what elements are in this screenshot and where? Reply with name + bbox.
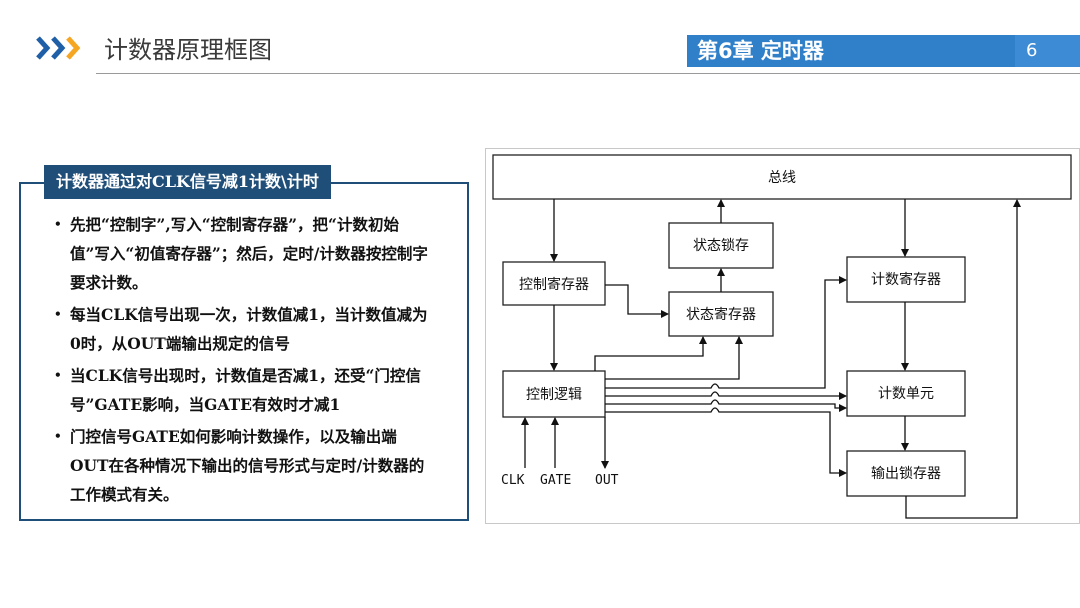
pin-clk-label: CLK xyxy=(501,473,525,488)
page-number: 6 xyxy=(1026,40,1038,61)
block-status-latch-label: 状态锁存 xyxy=(693,238,749,254)
bullet-item: 门控信号GATE如何影响计数操作，以及输出端OUT在各种情况下输出的信号形式与定… xyxy=(54,422,434,509)
diagram-frame xyxy=(485,148,1080,524)
block-status-register: 状态寄存器 xyxy=(668,291,774,337)
bullet-item: 每当CLK信号出现一次，计数值减1，当计数值减为0时，从OUT端输出规定的信号 xyxy=(54,300,434,358)
block-bus: 总线 xyxy=(492,154,1072,200)
diagram-connections xyxy=(521,199,1021,519)
block-count-register: 计数寄存器 xyxy=(846,256,966,303)
block-status-latch: 状态锁存 xyxy=(668,222,774,269)
counter-block-diagram: 总线 状态锁存 控制寄存器 状态寄存器 计数寄存器 控制逻辑 计数单元 输出锁存… xyxy=(492,154,1072,519)
block-control-register: 控制寄存器 xyxy=(502,261,606,306)
chapter-bar xyxy=(687,35,1017,67)
pin-out-label: OUT xyxy=(595,473,619,488)
block-control-register-label: 控制寄存器 xyxy=(519,276,589,293)
page-title: 计数器原理框图 xyxy=(104,36,272,64)
panel-tab-label: 计数器通过对CLK信号减1计数\计时 xyxy=(44,165,331,199)
header-divider xyxy=(96,73,1080,74)
bullet-item: 先把“控制字”,写入“控制寄存器”，把“计数初始值”写入“初值寄存器”；然后，定… xyxy=(54,210,434,297)
block-status-register-label: 状态寄存器 xyxy=(686,306,756,323)
block-count-unit: 计数单元 xyxy=(846,370,966,417)
block-output-latch-label: 输出锁存器 xyxy=(871,466,941,482)
bullet-list: 先把“控制字”,写入“控制寄存器”，把“计数初始值”写入“初值寄存器”；然后，定… xyxy=(54,210,434,512)
block-control-logic-label: 控制逻辑 xyxy=(526,387,582,403)
bullet-item: 当CLK信号出现时，计数值是否减1，还受“门控信号”GATE影响，当GATE有效… xyxy=(54,361,434,419)
block-bus-label: 总线 xyxy=(768,170,796,186)
triple-chevron-icon xyxy=(36,36,81,60)
chapter-title: 第6章 定时器 xyxy=(697,39,824,63)
block-count-register-label: 计数寄存器 xyxy=(871,271,941,288)
block-output-latch: 输出锁存器 xyxy=(846,450,966,497)
page-number-box xyxy=(1015,35,1080,67)
block-count-unit-label: 计数单元 xyxy=(878,386,934,402)
block-control-logic: 控制逻辑 xyxy=(502,370,606,418)
pin-gate-label: GATE xyxy=(540,473,571,488)
